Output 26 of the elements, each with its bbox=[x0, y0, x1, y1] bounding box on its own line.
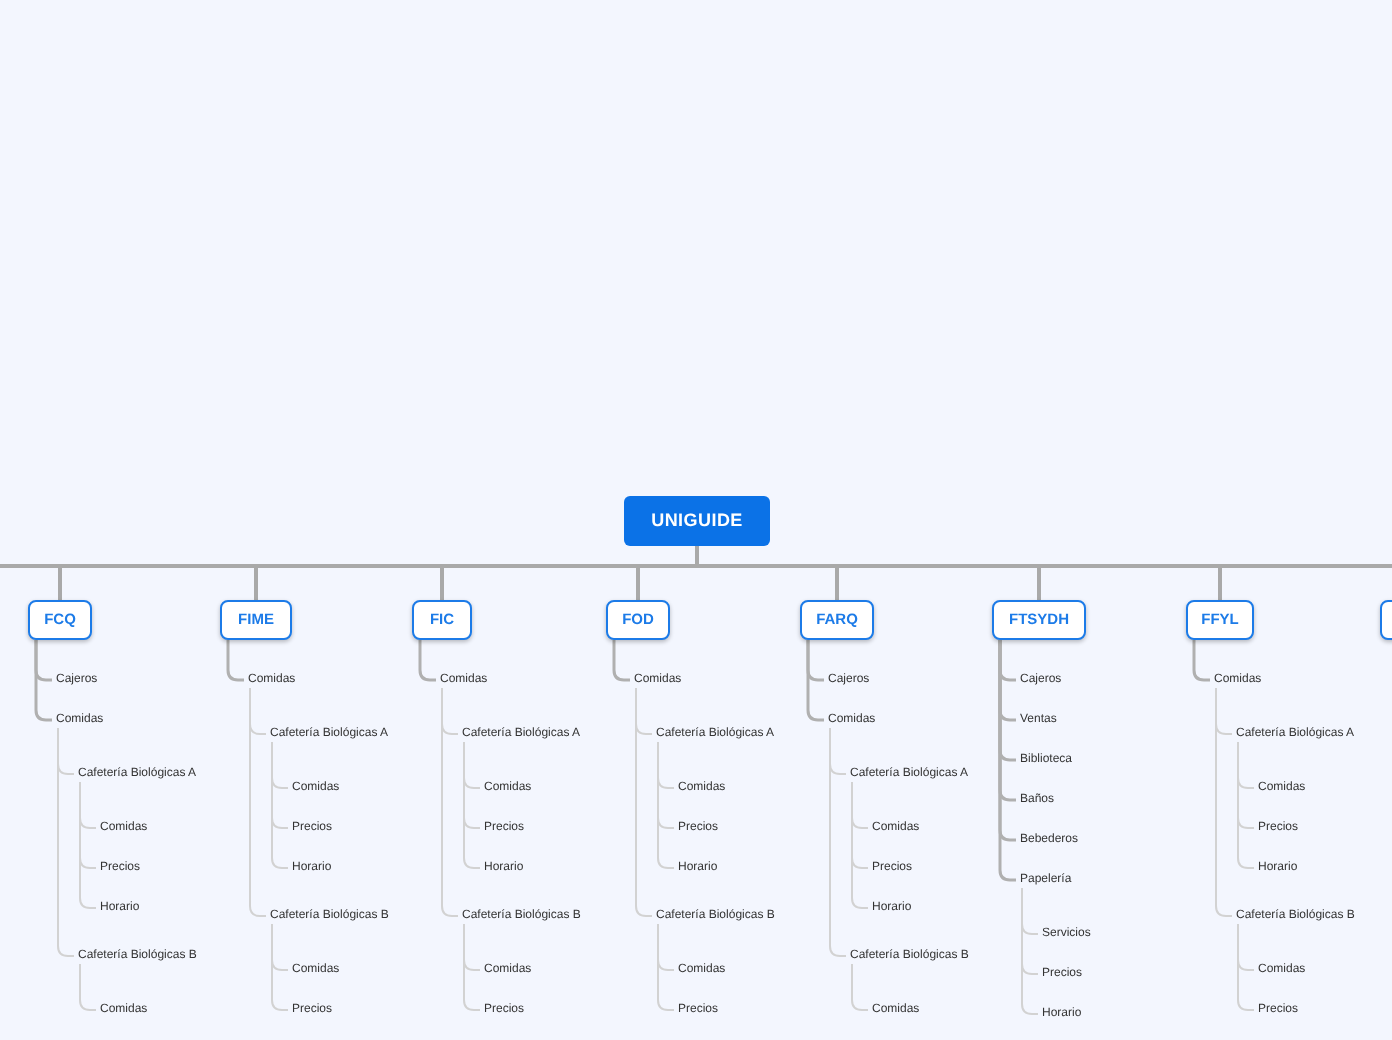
connector-line bbox=[418, 640, 436, 682]
connector-line bbox=[1021, 887, 1039, 1015]
connector-line bbox=[463, 741, 481, 869]
connector-line bbox=[249, 687, 267, 917]
connector-line bbox=[271, 741, 289, 869]
connector-line bbox=[806, 640, 824, 722]
connector-line bbox=[1215, 687, 1233, 917]
connector-line bbox=[1192, 640, 1210, 682]
connector-line bbox=[79, 781, 97, 909]
connector-line bbox=[1237, 741, 1255, 869]
connector-line bbox=[657, 923, 675, 1011]
connector-line bbox=[226, 640, 244, 682]
root-topic-box: UNIGUIDE bbox=[624, 496, 770, 546]
connector-line bbox=[851, 781, 869, 909]
connector-line bbox=[657, 741, 675, 869]
connector-line bbox=[79, 963, 97, 1011]
connector-line bbox=[441, 687, 459, 917]
connector-line bbox=[851, 963, 869, 1011]
connector-line bbox=[57, 727, 75, 957]
connector-line bbox=[612, 640, 630, 682]
connector-line bbox=[635, 687, 653, 917]
connector-line bbox=[1237, 923, 1255, 1011]
connector-line bbox=[34, 640, 52, 722]
connector-line bbox=[271, 923, 289, 1011]
connector-line bbox=[829, 727, 847, 957]
connector-line bbox=[463, 923, 481, 1011]
